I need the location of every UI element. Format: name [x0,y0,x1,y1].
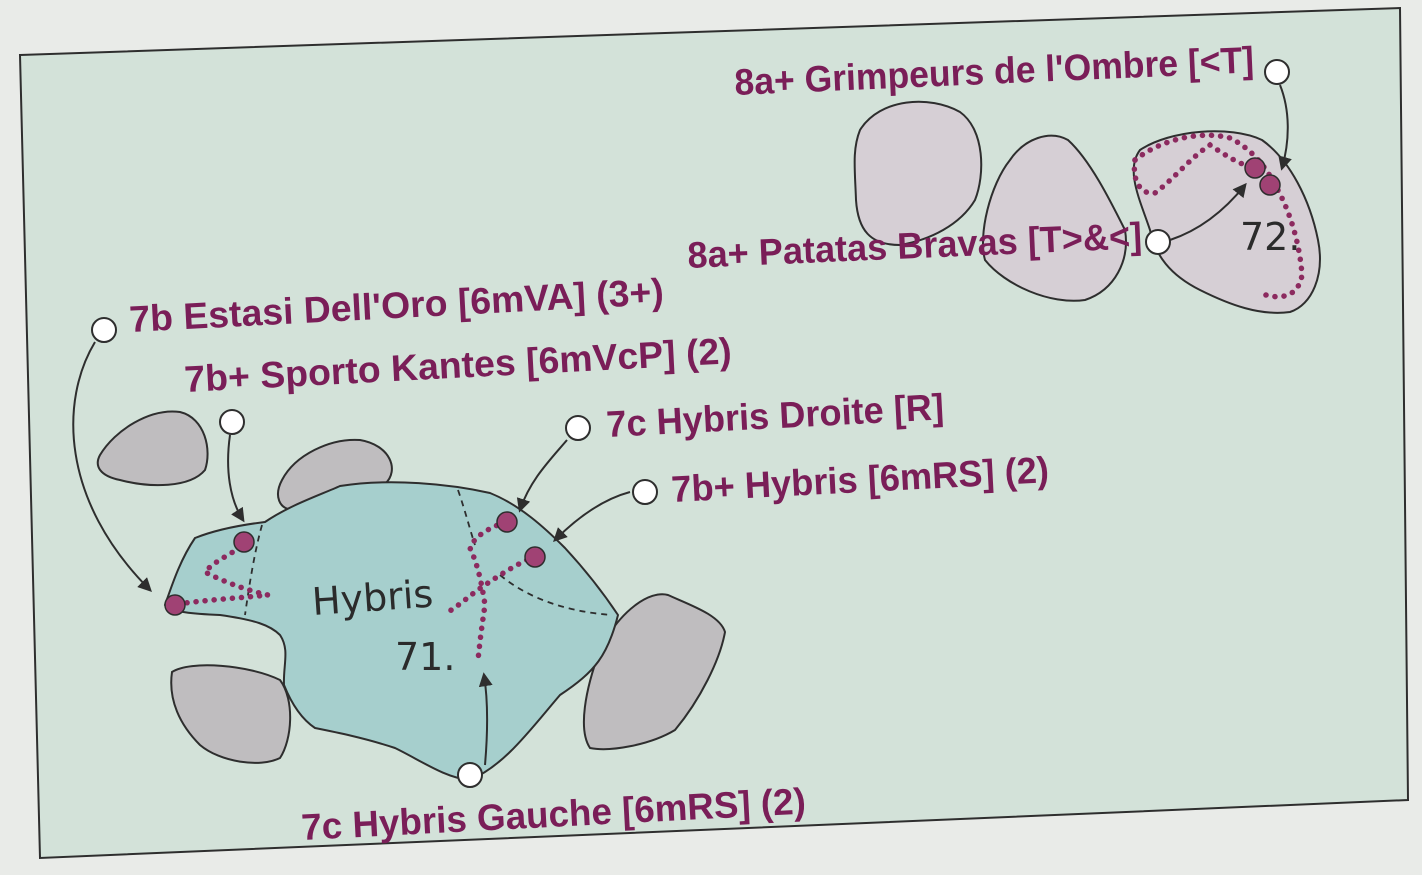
label-circle-patatas [1145,229,1171,255]
boulder-grey-left-small [96,410,209,487]
boulder-number-71: 71. [395,635,455,679]
start-dot-grimpeurs [1259,174,1281,196]
leader-gauche [478,672,493,766]
leader-estasi [72,341,152,592]
leader-patatas [1169,182,1247,241]
label-circle-sporto [219,409,245,435]
route-line-estasi [175,540,269,607]
leader-droite [516,439,568,513]
label-circle-gauche [457,762,483,788]
sector-divider-left [244,524,263,616]
sector-divider-right [499,574,613,616]
boulder-name-hybris: Hybris [311,572,435,624]
boulder-top-right-1 [853,100,983,247]
boulder-grey-right [582,593,727,751]
start-dot-hybris [524,546,546,568]
label-circle-hybris [632,479,658,505]
route-line-droite [467,519,508,663]
start-dot-estasi [164,594,186,616]
start-dot-droite [496,511,518,533]
route-line-72-main [1132,132,1305,300]
sector-divider-middle [457,489,476,546]
start-dot-sporto [233,531,255,553]
start-dot-patatas [1244,157,1266,179]
label-circle-estasi [91,317,117,343]
boulder-top-right-2 [982,134,1127,302]
leader-sporto [227,434,245,523]
label-circle-grimpeurs [1264,59,1290,85]
label-circle-droite [565,415,591,441]
leader-grimpeurs [1278,84,1292,171]
boulder-number-72: 72. [1240,215,1300,259]
leader-hybris [553,491,631,542]
route-line-hybris [445,553,538,615]
boulder-71-hybris [163,481,620,782]
route-line-72-loop [1131,141,1258,196]
boulder-grey-bottom-left [170,664,292,764]
